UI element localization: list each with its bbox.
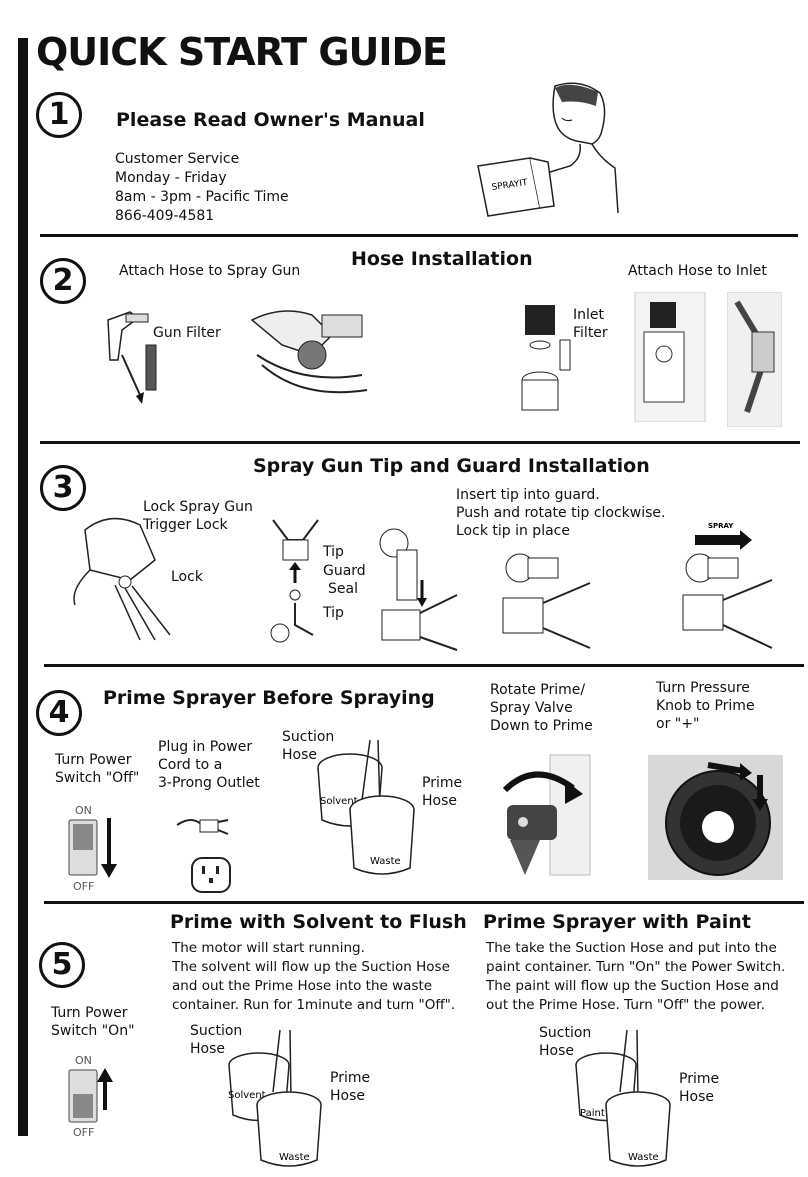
pressure-knob-photo [648, 755, 783, 880]
contact-line: 866-409-4581 [115, 208, 215, 224]
step3-heading: Spray Gun Tip and Guard Installation [253, 455, 650, 477]
switch-on-label: ON [75, 1054, 92, 1067]
prime-paint-body: The take the Suction Hose and put into t… [486, 940, 786, 1013]
spray-gun-filter-diagram [107, 311, 157, 404]
contact-info: Customer Service Monday - Friday 8am - 3… [115, 150, 289, 226]
inlet-filter-label: Inlet Filter [573, 307, 608, 341]
paint-label: Paint [580, 1108, 605, 1119]
reading-man-illustration: SPRAYIT [477, 82, 619, 217]
rotate-tip-diagram [502, 553, 591, 649]
lock-label: Lock [171, 569, 203, 585]
gun-filter-label: Gun Filter [153, 325, 221, 341]
step-number-3: 3 [40, 465, 86, 511]
switch-on-label: ON [75, 804, 92, 817]
solvent-label: Solvent [228, 1090, 266, 1101]
switch-off-label: OFF [73, 880, 94, 893]
step1-heading: Please Read Owner's Manual [116, 109, 425, 131]
hose-inlet-photo [727, 292, 782, 427]
spray-label: SPRAY [708, 522, 734, 530]
page-title: QUICK START GUIDE [36, 30, 448, 74]
hose-attach-gun-illustration [250, 310, 368, 394]
suction-hose-label: Suction Hose [539, 1025, 592, 1059]
spray-direction-diagram: SPRAY [682, 522, 773, 649]
attach-inlet-caption: Attach Hose to Inlet [628, 263, 767, 279]
three-prong-plug-outlet-icon [176, 819, 231, 893]
knob-caption: Turn Pressure Knob to Prime or "+" [656, 680, 755, 732]
lock-caption: Lock Spray Gun Trigger Lock [143, 499, 253, 533]
waste-label: Waste [628, 1152, 659, 1163]
prime-hose-label: Prime Hose [330, 1070, 371, 1104]
prime-spray-valve-photo [502, 754, 591, 876]
contact-line: 8am - 3pm - Pacific Time [115, 189, 289, 205]
prime-paint-heading: Prime Sprayer with Paint [483, 911, 751, 933]
tip-guard-exploded-diagram [270, 519, 319, 643]
solvent-waste-buckets-diagram: Solvent Waste [317, 740, 415, 875]
plug-caption: Plug in Power Cord to a 3-Prong Outlet [158, 739, 260, 791]
pump-inlet-photo [634, 292, 706, 422]
prime-solvent-heading: Prime with Solvent to Flush [170, 911, 467, 933]
inlet-filter-diagram [521, 305, 571, 411]
step-number-1: 1 [36, 92, 82, 138]
tip-instructions: Insert tip into guard. Push and rotate t… [456, 487, 666, 539]
power-switch-off-icon: ON OFF [68, 804, 117, 893]
prime-solvent-body: The motor will start running. The solven… [172, 940, 456, 1013]
turn-switch-on-caption: Turn Power Switch "On" [51, 1005, 135, 1039]
waste-label: Waste [370, 856, 401, 867]
left-sidebar-bar [18, 38, 28, 1136]
paint-waste-buckets-diagram: Paint Waste [575, 1030, 671, 1167]
contact-line: Customer Service [115, 151, 240, 167]
guard-label: Guard [323, 563, 366, 579]
switch-off-label: OFF [73, 1126, 94, 1139]
suction-hose-label: Suction Hose [282, 729, 335, 763]
step2-heading: Hose Installation [351, 248, 533, 270]
turn-switch-off-caption: Turn Power Switch "Off" [55, 752, 140, 786]
prime-hose-label: Prime Hose [422, 775, 463, 809]
step-number-5: 5 [39, 942, 85, 988]
suction-hose-label: Suction Hose [190, 1023, 243, 1057]
waste-label: Waste [279, 1152, 310, 1163]
section-divider [44, 664, 804, 667]
section-divider [44, 901, 804, 904]
step4-heading: Prime Sprayer Before Spraying [103, 687, 435, 709]
solvent-waste-buckets-diagram: Solvent Waste [228, 1030, 322, 1167]
section-divider [40, 234, 798, 237]
valve-caption: Rotate Prime/ Spray Valve Down to Prime [490, 682, 593, 734]
step-number-2: 2 [40, 258, 86, 304]
prime-hose-label: Prime Hose [679, 1071, 720, 1105]
section-divider [40, 441, 800, 444]
insert-tip-diagram [379, 528, 458, 651]
contact-line: Monday - Friday [115, 170, 227, 186]
gun-trigger-lock-illustration [73, 517, 171, 641]
tip-label: Tip [323, 544, 344, 560]
attach-gun-caption: Attach Hose to Spray Gun [119, 263, 301, 279]
solvent-label: Solvent [320, 796, 358, 807]
tip-label-lower: Tip [323, 605, 344, 621]
power-switch-on-icon: ON OFF [68, 1054, 113, 1139]
step-number-4: 4 [36, 690, 82, 736]
seal-label: Seal [328, 581, 358, 597]
